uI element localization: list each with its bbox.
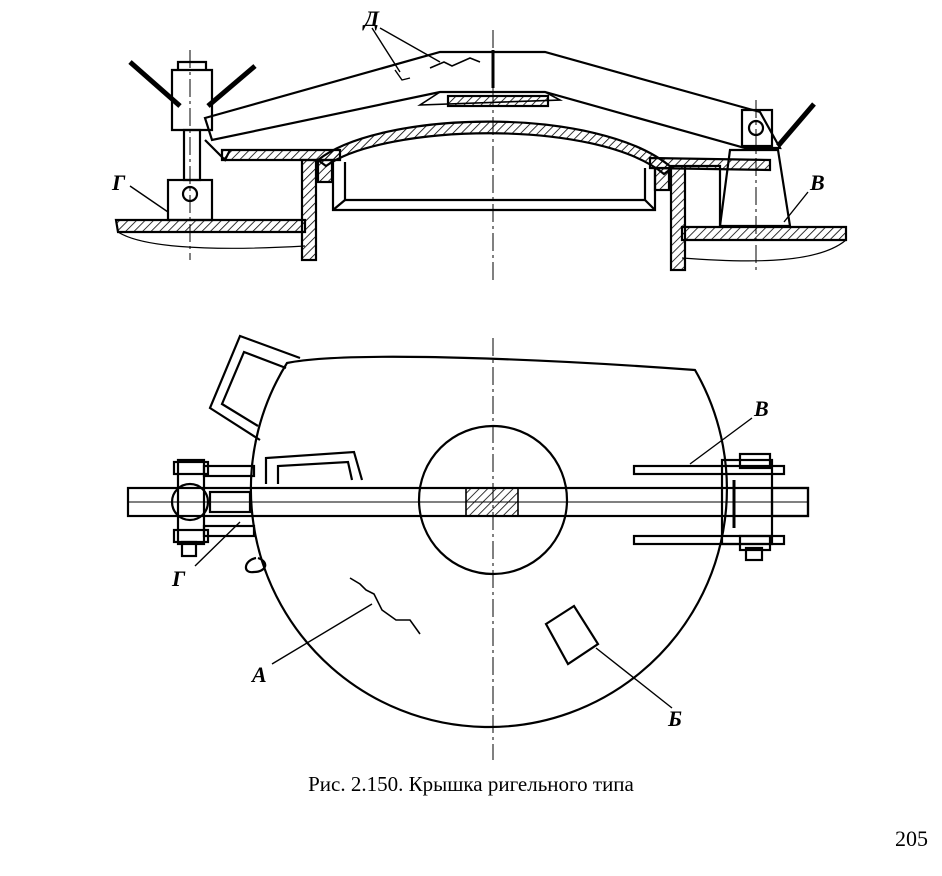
leader-lines-plan	[194, 417, 753, 709]
locking-bar-plan	[126, 486, 810, 518]
left-hinge-plan	[170, 458, 256, 558]
cover-outline	[249, 355, 728, 729]
right-latch	[686, 102, 816, 228]
crack-mark-a	[349, 577, 421, 635]
left-latch	[128, 60, 257, 222]
page-number: 205	[895, 826, 928, 851]
nameplate-b	[544, 604, 600, 666]
label-a: А	[250, 662, 267, 687]
inner-frame	[331, 160, 657, 212]
section-view	[114, 27, 848, 282]
label-v-plan: В	[753, 396, 769, 421]
deck-plate-right	[680, 225, 848, 262]
label-g-top: Г	[111, 170, 126, 195]
crack-mark-d	[429, 57, 481, 69]
center-pad	[446, 94, 550, 108]
centerlines-top	[189, 30, 757, 282]
section-view-labels: Д Г В	[111, 6, 825, 195]
label-v-top: В	[809, 170, 825, 195]
label-d: Д	[362, 6, 380, 31]
plan-view	[126, 334, 810, 760]
cover-handle-large	[208, 334, 301, 441]
right-bolt-plan	[632, 452, 810, 562]
cover-handle-small	[264, 450, 364, 484]
leader-lines-top	[129, 27, 809, 223]
figure-caption: Рис. 2.150. Крышка ригельного типа	[308, 772, 634, 796]
deck-plate-left	[114, 218, 307, 249]
eye-hook	[244, 556, 267, 574]
plan-view-labels: В Г А Б	[171, 396, 769, 731]
label-b: Б	[667, 706, 682, 731]
dome-cover	[316, 120, 674, 176]
label-g-plan: Г	[171, 566, 186, 591]
